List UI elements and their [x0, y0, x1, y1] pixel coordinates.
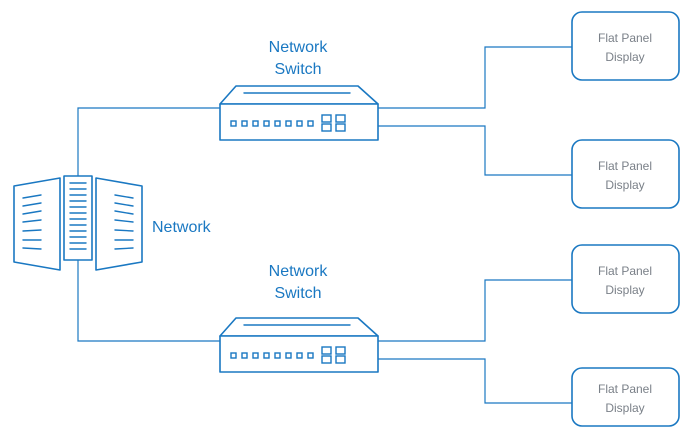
display-3-line2: Display [605, 283, 644, 297]
display-4: Flat Panel Display [571, 367, 680, 427]
display-2: Flat Panel Display [571, 139, 680, 209]
wire-server-switch-2 [77, 258, 222, 342]
display-2-line1: Flat Panel [598, 159, 652, 173]
network-switch-2: Network Switch [219, 263, 379, 373]
display-1-line1: Flat Panel [598, 31, 652, 45]
connection-lines [77, 46, 572, 404]
switch-2-label-line1: Network [269, 263, 329, 280]
display-3-line1: Flat Panel [598, 264, 652, 278]
display-box [571, 11, 680, 81]
network-label: Network [152, 219, 212, 236]
switch-1-label-line2: Switch [274, 61, 321, 78]
wire-switch2-display4 [378, 358, 572, 404]
wire-switch1-display1 [378, 46, 572, 109]
display-1: Flat Panel Display [571, 11, 680, 81]
display-1-line2: Display [605, 50, 644, 64]
wire-switch1-display2 [378, 125, 572, 176]
server-rack-icon [13, 175, 143, 271]
switch-1-label-line1: Network [269, 39, 329, 56]
display-3: Flat Panel Display [571, 244, 680, 314]
display-box [571, 367, 680, 427]
display-4-line2: Display [605, 401, 644, 415]
display-2-line2: Display [605, 178, 644, 192]
network-switch-icon [219, 85, 379, 141]
display-box [571, 244, 680, 314]
display-box [571, 139, 680, 209]
wire-server-switch-1 [77, 107, 222, 178]
network-switch-icon [219, 317, 379, 373]
display-4-line1: Flat Panel [598, 382, 652, 396]
wire-switch2-display3 [378, 279, 572, 342]
network-switch-1: Network Switch [219, 39, 379, 141]
switch-2-label-line2: Switch [274, 285, 321, 302]
